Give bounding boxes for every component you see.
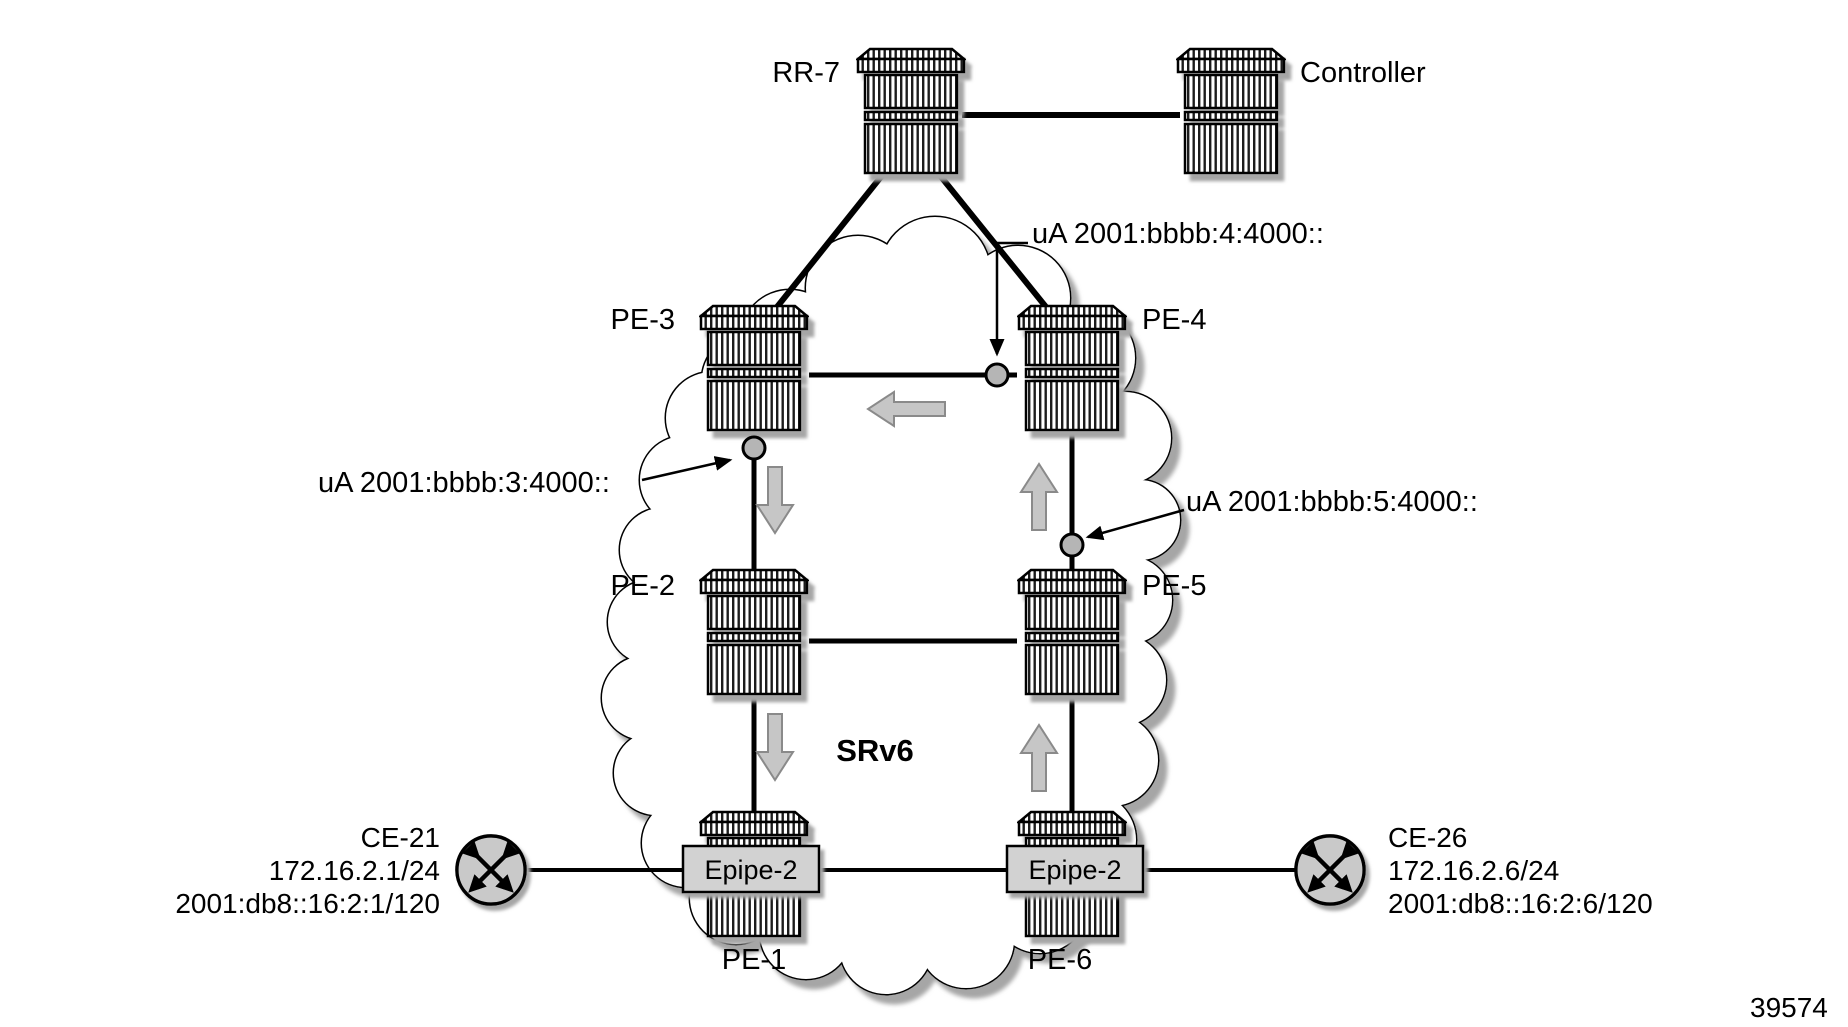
label-ua-pe5: uA 2001:bbbb:5:4000:: xyxy=(1186,486,1478,518)
link-rr7-pe3 xyxy=(774,171,887,309)
ce21-icon xyxy=(457,836,525,904)
label-ua-pe4: uA 2001:bbbb:4:4000:: xyxy=(1032,218,1324,250)
ua-pe5-leader xyxy=(1085,508,1185,541)
arrow-down-pe3-pe2 xyxy=(755,466,795,535)
arrow-up-pe6-pe5 xyxy=(1019,723,1059,792)
usid-anchor-pe3 xyxy=(741,435,767,461)
router-pe4 xyxy=(1017,304,1127,432)
traffic-arrows xyxy=(755,390,1059,792)
label-controller: Controller xyxy=(1300,57,1426,89)
ua-pe4-leader xyxy=(989,241,1028,357)
link-rr7-pe4 xyxy=(935,171,1049,309)
label-pe6: PE-6 xyxy=(1027,944,1093,976)
ce26-ipv6: 2001:db8::16:2:6/120 xyxy=(1388,888,1653,919)
arrow-down-pe2-pe1 xyxy=(755,713,795,782)
label-pe2: PE-2 xyxy=(610,570,675,602)
label-rr7: RR-7 xyxy=(772,57,840,89)
router-rr7 xyxy=(856,47,966,175)
srv6-cloud xyxy=(600,215,1182,996)
router-pe2 xyxy=(699,568,809,696)
label-ua-pe3: uA 2001:bbbb:3:4000:: xyxy=(318,467,610,499)
epipe-box-pe6 xyxy=(1005,844,1145,894)
ce26-ipv4: 172.16.2.6/24 xyxy=(1388,855,1560,886)
label-pe3: PE-3 xyxy=(610,304,675,336)
label-pe4: PE-4 xyxy=(1142,304,1207,336)
annotation-leaders xyxy=(641,241,1185,541)
ce21-label-block: CE-21 172.16.2.1/24 2001:db8::16:2:1/120 xyxy=(96,821,440,920)
label-pe5: PE-5 xyxy=(1142,570,1207,602)
ce21-ipv4: 172.16.2.1/24 xyxy=(268,855,440,886)
epipe-box-pe1 xyxy=(681,844,821,894)
ce26-icon xyxy=(1296,836,1364,904)
usid-anchors xyxy=(741,362,1085,558)
arrow-up-pe5-pe4 xyxy=(1019,462,1059,531)
ce21-ipv6: 2001:db8::16:2:1/120 xyxy=(175,888,440,919)
ce26-name: CE-26 xyxy=(1388,822,1468,853)
label-epipe-pe1: Epipe-2 xyxy=(704,855,798,885)
label-srv6-cloud: SRv6 xyxy=(836,733,914,768)
ua-pe3-leader xyxy=(641,456,733,482)
router-pe5 xyxy=(1017,568,1127,696)
usid-anchor-pe5 xyxy=(1059,532,1085,558)
label-epipe-pe6: Epipe-2 xyxy=(1028,855,1122,885)
ce26-label-block: CE-26 172.16.2.6/24 2001:db8::16:2:6/120 xyxy=(1388,821,1818,920)
label-pe1: PE-1 xyxy=(721,944,787,976)
arrow-left-pe4-pe3 xyxy=(866,390,946,428)
ce21-name: CE-21 xyxy=(360,822,440,853)
usid-anchor-pe4 xyxy=(984,362,1010,388)
router-controller xyxy=(1176,47,1286,175)
figure-number: 39574 xyxy=(1750,992,1828,1023)
router-pe3 xyxy=(699,304,809,432)
